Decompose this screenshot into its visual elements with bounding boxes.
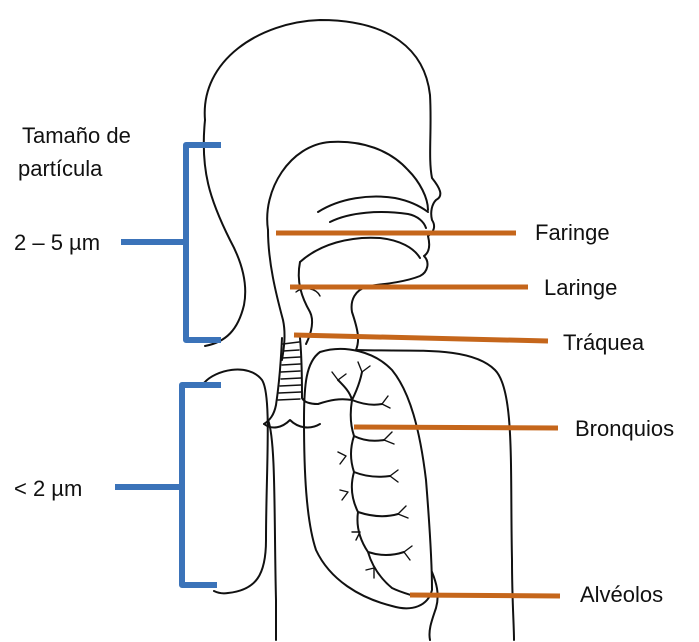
pharynx-front-wall [299,262,312,344]
bronquios-pointer [354,427,558,428]
alveolos-pointer [410,595,560,596]
laringe-label: Laringe [544,275,617,300]
size-heading-line1: Tamaño de [22,123,131,148]
epiglottis [296,289,320,296]
bronchus-split [264,420,320,427]
tongue-outline [300,238,420,262]
neck-back-outline [204,120,246,346]
alveolos-label: Alvéolos [580,582,663,607]
size-range-lower: < 2 µm [14,476,82,501]
nasal-cavity-roof [267,142,428,230]
faringe-label: Faringe [535,220,610,245]
palate-lower [330,212,426,228]
shoulder-outline [204,370,268,594]
bronchiole-branches [332,362,412,578]
palate-upper [318,197,428,212]
bronchial-tree [318,372,414,596]
size-heading-line2: partícula [18,156,103,181]
size-bracket-lower [118,385,218,585]
bronquios-label: Bronquios [575,416,674,441]
body-silhouette [204,20,514,640]
size-bracket-upper [124,145,218,340]
airway-upper [267,142,428,360]
trachea-drawing [264,338,320,427]
diaphragm-fold [429,572,437,640]
traquea-label: Tráquea [563,330,645,355]
traquea-pointer [294,335,548,341]
size-range-upper: 2 – 5 µm [14,230,100,255]
torso-inner-outline [268,420,276,640]
head-outline [205,20,441,350]
